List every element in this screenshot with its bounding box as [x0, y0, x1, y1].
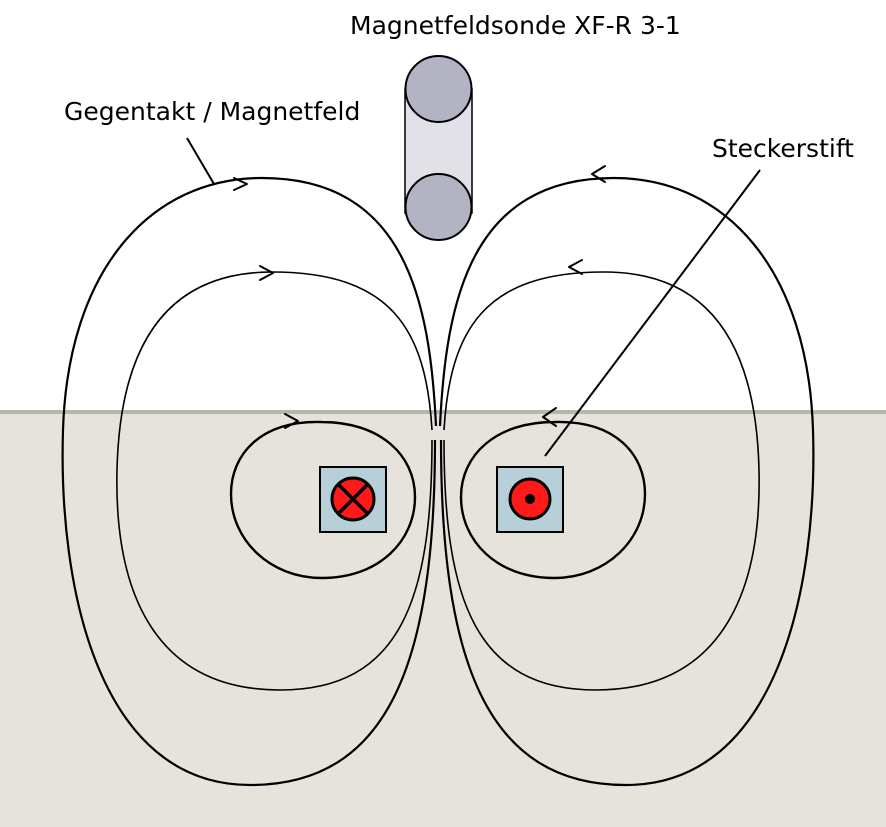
dot-icon	[525, 494, 535, 504]
left-conductor	[319, 466, 387, 533]
right-field-loop-outer	[438, 176, 815, 787]
right-conductor	[496, 466, 564, 533]
arrow-left-inner	[284, 413, 299, 429]
right-field-loop-inner	[459, 420, 647, 580]
pin-label: Steckerstift	[712, 134, 854, 163]
right-field-loop-middle	[443, 271, 760, 691]
left-field-lines	[61, 176, 438, 787]
right-field-lines	[438, 176, 815, 787]
pin-label-leader	[544, 169, 761, 457]
field-direction-arrows	[233, 165, 606, 429]
left-field-loop-middle	[116, 271, 433, 691]
left-field-loop-outer	[61, 176, 438, 787]
substrate-region	[0, 412, 886, 827]
cross-icon-stroke-2	[337, 483, 369, 515]
arrow-left-outer	[233, 177, 248, 191]
field-label-leader	[186, 137, 215, 185]
magnetic-field-probe	[404, 55, 473, 241]
arrow-right-inner	[542, 407, 557, 427]
arrow-left-middle	[259, 265, 274, 281]
arrow-right-middle	[568, 259, 583, 275]
probe-label: Magnetfeldsonde XF-R 3-1	[350, 11, 681, 40]
left-field-loop-inner	[229, 420, 417, 580]
probe-bottom-end	[404, 173, 473, 241]
probe-top-end	[404, 55, 473, 123]
arrow-right-outer	[591, 165, 606, 183]
field-label: Gegentakt / Magnetfeld	[64, 97, 360, 126]
